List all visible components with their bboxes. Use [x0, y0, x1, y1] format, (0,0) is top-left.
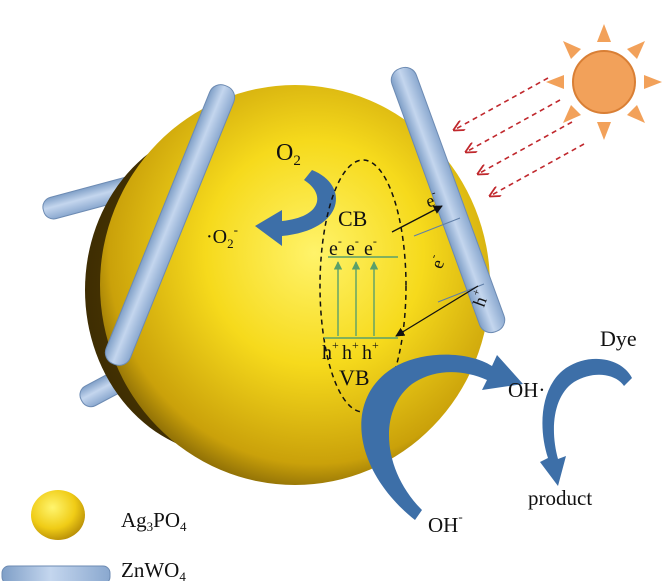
cb-electrons: e- e- e- — [329, 234, 377, 260]
svg-text:e-: e- — [364, 234, 377, 260]
oh-radical-label: OH· — [508, 378, 545, 402]
oh-minus-label: OH- — [428, 509, 463, 537]
svg-text:h+: h+ — [342, 338, 359, 364]
vb-label: VB — [339, 365, 370, 390]
oh-oxidation-arrow — [361, 354, 523, 520]
dye-degradation-arrow — [540, 358, 632, 486]
zno4-rod-front-right — [390, 66, 506, 334]
svg-text:h+: h+ — [322, 338, 339, 364]
svg-text:e-: e- — [329, 234, 342, 260]
hole-transfer-arrow — [395, 285, 479, 337]
vb-holes: h+ h+ h+ — [322, 338, 379, 364]
o2-label: O2 — [276, 140, 301, 169]
legend-znwo4-label: ZnWO4 — [121, 558, 186, 581]
light-rays — [454, 77, 585, 196]
electron-transfer-arrow — [391, 205, 443, 233]
legend-ag3po4-label: Ag3PO4 — [121, 508, 187, 534]
legend-rod-icon — [1, 565, 111, 581]
o2-reduction-arrow — [255, 170, 337, 246]
svg-text:h+: h+ — [362, 338, 379, 364]
legend-sphere-icon — [31, 490, 85, 540]
dye-label: Dye — [600, 326, 637, 351]
svg-text:e-: e- — [346, 234, 359, 260]
cb-label: CB — [338, 206, 367, 231]
superoxide-label: ·O2- — [206, 222, 238, 251]
sun-icon — [546, 24, 662, 140]
zno4-rod-front-left — [104, 84, 236, 366]
excitation-arrows — [333, 261, 379, 336]
product-label: product — [528, 486, 592, 510]
band-ellipse — [319, 159, 407, 413]
